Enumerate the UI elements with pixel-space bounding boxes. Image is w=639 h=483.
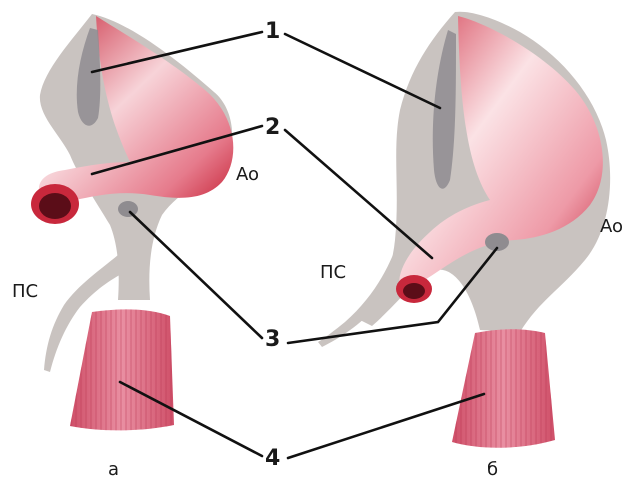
left-vessel-lumen bbox=[39, 193, 71, 219]
marker-1: 1 bbox=[265, 19, 280, 44]
panel-label-a: а bbox=[108, 459, 119, 480]
right-vessel-lumen bbox=[403, 283, 425, 299]
aorta-label-right: Ao bbox=[600, 216, 623, 237]
pc-label-right: ПС bbox=[320, 262, 346, 283]
left-small-oval bbox=[118, 201, 138, 217]
panel-label-b: б bbox=[487, 459, 498, 480]
pc-label-left: ПС bbox=[12, 281, 38, 302]
panel-a-illustration bbox=[31, 14, 233, 430]
marker-2: 2 bbox=[265, 115, 280, 140]
marker-4: 4 bbox=[265, 446, 280, 471]
panel-b-illustration bbox=[318, 12, 610, 448]
aorta-label-left: Ao bbox=[236, 164, 259, 185]
leader-4-right bbox=[288, 394, 484, 458]
marker-3: 3 bbox=[265, 327, 280, 352]
